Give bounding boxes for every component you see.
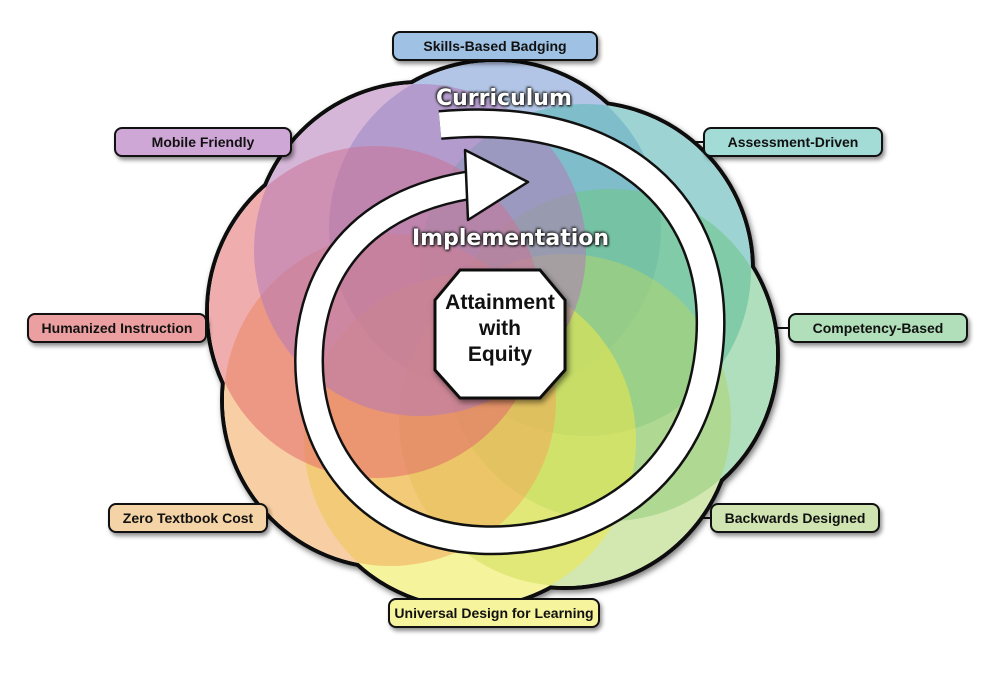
label-mobile-friendly: Mobile Friendly: [114, 127, 292, 157]
center-octagon: [433, 268, 567, 400]
center-title: Attainment with Equity: [425, 290, 575, 368]
label-backwards-designed: Backwards Designed: [710, 503, 880, 533]
implementation-label: Implementation: [412, 226, 610, 251]
label-competency-based: Competency-Based: [788, 313, 968, 343]
spiral-arrow: [294, 108, 726, 556]
label-zero-textbook-cost: Zero Textbook Cost: [108, 503, 268, 533]
label-skills-based-badging: Skills-Based Badging: [392, 31, 598, 61]
center-line-1: Attainment: [445, 291, 555, 314]
label-universal-design: Universal Design for Learning: [388, 598, 600, 628]
center-line-3: Equity: [467, 343, 533, 366]
curriculum-label: Curriculum: [436, 86, 572, 111]
label-assessment-driven: Assessment-Driven: [703, 127, 883, 157]
label-humanized-instruction: Humanized Instruction: [27, 313, 207, 343]
center-line-2: with: [479, 317, 521, 340]
